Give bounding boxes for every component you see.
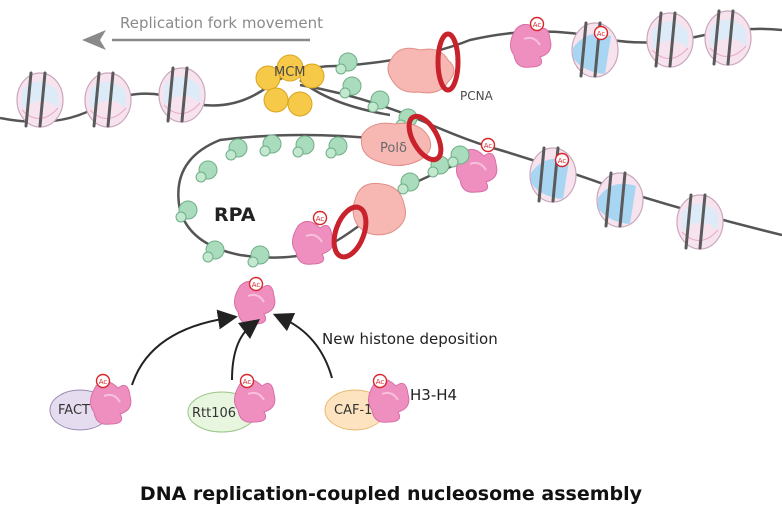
new-histone-deposition-label: New histone deposition (322, 330, 498, 348)
ac-mark-label: Ac (316, 215, 325, 223)
histone-ac-top (509, 23, 552, 69)
histone-ac-loop (291, 220, 334, 266)
ac-mark-label: Ac (533, 21, 542, 29)
pol-delta-label: Polδ (380, 141, 407, 156)
chaperone-fact (49, 373, 132, 431)
caf1-label: CAF-1 (334, 403, 372, 418)
fork-movement-arrow (82, 30, 310, 50)
fork-movement-label: Replication fork movement (120, 14, 323, 32)
nucleosome-parental-3 (157, 66, 207, 124)
ac-mark-label: Ac (99, 378, 108, 386)
ac-mark-label: Ac (558, 157, 567, 165)
nucleosome-top-right-1 (645, 11, 695, 69)
pcna-ring-mid (406, 113, 444, 163)
ac-mark-label: Ac (597, 30, 606, 38)
ac-mark-label: Ac (484, 142, 493, 150)
pcna-ring-lower (331, 204, 369, 260)
rpa-label: RPA (214, 204, 256, 226)
arrow-caf1 (272, 312, 333, 379)
ac-mark-label: Ac (376, 378, 385, 386)
ac-mark-label: Ac (243, 378, 252, 386)
pcna-label: PCNA (460, 89, 494, 103)
arrow-rtt106 (231, 318, 260, 381)
h3h4-label: H3-H4 (410, 386, 457, 404)
nucleosome-parental-2 (83, 71, 133, 129)
nucleosome-parental-1 (15, 71, 65, 129)
chaperone-rtt106 (187, 373, 276, 433)
ac-mark-label: Ac (252, 281, 261, 289)
pol-delta (360, 122, 432, 166)
mcm-complex (255, 54, 325, 117)
fact-label: FACT (58, 403, 90, 418)
rtt106-label: Rtt106 (192, 406, 236, 421)
chaperone-caf1 (324, 373, 410, 431)
nucleosome-new-bottom-2 (595, 171, 645, 229)
arrow-fact (131, 309, 238, 386)
mcm-label: MCM (274, 65, 306, 80)
pcna-ring-top (435, 31, 461, 93)
nucleosome-bottom-right (675, 193, 725, 251)
nucleosome-new-bottom-1 (528, 146, 578, 204)
figure-title: DNA replication-coupled nucleosome assem… (140, 483, 643, 505)
nucleosome-top-right-2 (703, 9, 753, 67)
